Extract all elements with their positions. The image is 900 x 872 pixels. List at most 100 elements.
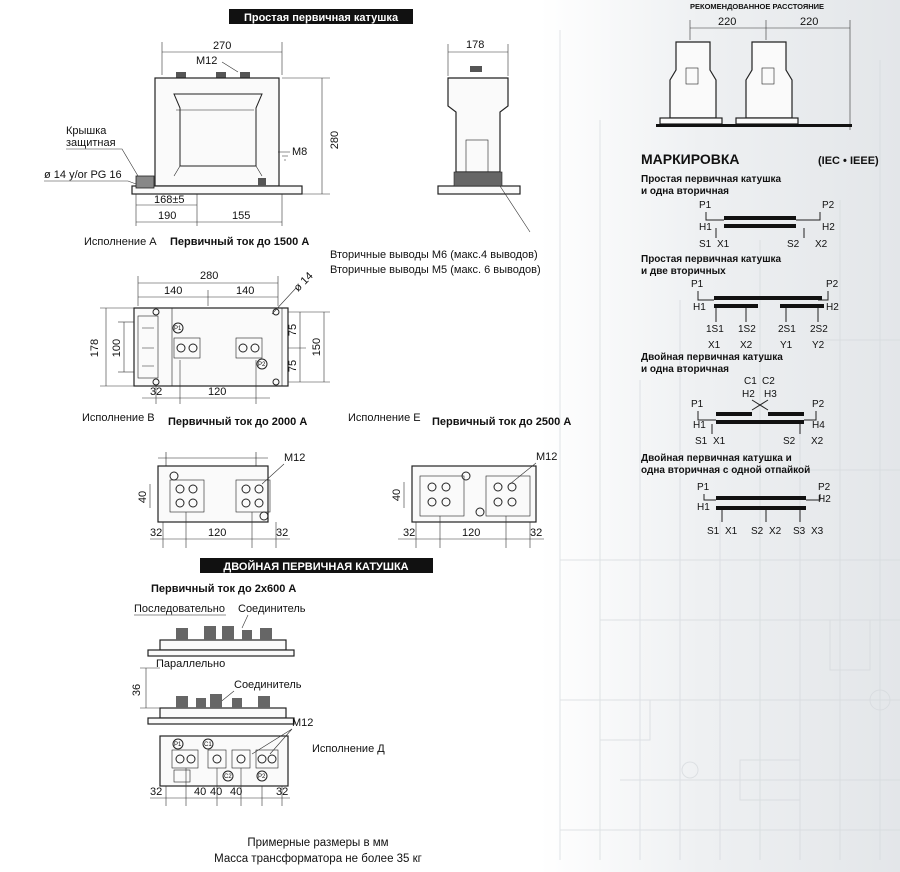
m4-p1: P1 bbox=[697, 482, 710, 493]
m1-s1: S1 bbox=[699, 239, 712, 250]
title-recommended: РЕКОМЕНДОВАННОЕ РАССТОЯНИЕ bbox=[690, 2, 824, 11]
m3-c1: C1 bbox=[744, 376, 757, 387]
dim-270: 270 bbox=[213, 40, 231, 52]
current-d: Первичный ток до 2x600 А bbox=[151, 583, 296, 595]
p2-plan: P2 bbox=[258, 362, 266, 368]
dim-120-plan: 120 bbox=[208, 386, 226, 398]
bolt-m12-e: M12 bbox=[536, 451, 557, 463]
dim-168: 168±5 bbox=[154, 194, 185, 206]
dim-40b-d: 40 bbox=[210, 786, 222, 798]
m2-p2: P2 bbox=[826, 279, 839, 290]
marking-section: МАРКИРОВКА (IEC • IEEE) Простая первична… bbox=[641, 151, 879, 537]
version-a: Исполнение А bbox=[84, 236, 157, 248]
dim-40a-d: 40 bbox=[194, 786, 206, 798]
dim-150: 150 bbox=[311, 338, 323, 356]
title-marking: МАРКИРОВКА bbox=[641, 151, 740, 167]
dim-75a: 75 bbox=[287, 324, 299, 336]
dim-32b-b: 32 bbox=[276, 527, 288, 539]
dim-32b-e: 32 bbox=[530, 527, 542, 539]
m2-p1: P1 bbox=[691, 279, 704, 290]
dim-40-e: 40 bbox=[391, 489, 403, 501]
dim-220b: 220 bbox=[800, 16, 818, 28]
title-bar-simple bbox=[229, 9, 413, 24]
plan-view-b: 280 140 140 P1 P2 ø 14 178 100 bbox=[82, 270, 330, 428]
dim-280: 280 bbox=[329, 131, 341, 149]
dim-32b-d: 32 bbox=[276, 786, 288, 798]
dim-140a: 140 bbox=[164, 285, 182, 297]
m4-x1: X1 bbox=[725, 526, 738, 537]
cover-label-1: Крышка bbox=[66, 125, 107, 137]
m1-title-2: и одна вторичная bbox=[641, 186, 729, 197]
title-simple-primary: Простая первичная катушка bbox=[244, 12, 399, 24]
bolt-m12-top: M12 bbox=[196, 55, 217, 67]
m3-h1: H1 bbox=[693, 420, 706, 431]
m2-y1: Y1 bbox=[780, 340, 793, 351]
m3-title-1: Двойная первичная катушка bbox=[641, 352, 783, 363]
label-connector2: Соединитель bbox=[234, 679, 302, 691]
ground-m8: M8 bbox=[292, 146, 307, 158]
version-d: Исполнение Д bbox=[312, 743, 385, 755]
m2-title-1: Простая первичная катушка bbox=[641, 254, 782, 265]
c1-d: C1 bbox=[204, 742, 212, 748]
m2-1s1: 1S1 bbox=[706, 324, 724, 335]
m3-x1: X1 bbox=[713, 436, 726, 447]
m2-2s2: 2S2 bbox=[810, 324, 828, 335]
current-b: Первичный ток до 2000 А bbox=[168, 416, 307, 428]
m4-p2: P2 bbox=[818, 482, 831, 493]
m2-2s1: 2S1 bbox=[778, 324, 796, 335]
m3-s2: S2 bbox=[783, 436, 796, 447]
terminal-view-b: M12 40 32 120 32 bbox=[137, 452, 305, 548]
dim-190: 190 bbox=[158, 210, 176, 222]
view-a-front: 270 M12 280 M8 Крышка защитная ø 14 y/or… bbox=[44, 40, 341, 248]
dim-32-plan: 32 bbox=[150, 386, 162, 398]
m2-h1: H1 bbox=[693, 302, 706, 313]
m2-x2: X2 bbox=[740, 340, 753, 351]
m4-title-2: одна вторичная с одной отпайкой bbox=[641, 465, 810, 476]
dim-155: 155 bbox=[232, 210, 250, 222]
m1-p1: P1 bbox=[699, 200, 712, 211]
m1-s2: S2 bbox=[787, 239, 800, 250]
m2-title-2: и две вторичных bbox=[641, 266, 726, 277]
m4-h1: H1 bbox=[697, 502, 710, 513]
current-e: Первичный ток до 2500 А bbox=[432, 416, 571, 428]
view-a-side: 178 Вторичные выводы М6 (макс.4 выводов)… bbox=[330, 39, 541, 276]
recommended-distance: РЕКОМЕНДОВАННОЕ РАССТОЯНИЕ 220 220 bbox=[656, 2, 852, 130]
version-e: Исполнение Е bbox=[348, 412, 421, 424]
dim-178-side: 178 bbox=[466, 39, 484, 51]
p1-plan: P1 bbox=[174, 326, 182, 332]
m2-x1: X1 bbox=[708, 340, 721, 351]
m3-x2: X2 bbox=[811, 436, 824, 447]
c2-d: C2 bbox=[224, 774, 232, 780]
m1-h1: H1 bbox=[699, 222, 712, 233]
m4-title-1: Двойная первичная катушка и bbox=[641, 453, 792, 464]
m1-title-1: Простая первичная катушка bbox=[641, 174, 782, 185]
body-front bbox=[154, 77, 280, 187]
m2-y2: Y2 bbox=[812, 340, 825, 351]
m3-title-2: и одна вторичная bbox=[641, 364, 729, 375]
dim-120-e: 120 bbox=[462, 527, 480, 539]
title-bar-double bbox=[200, 558, 433, 573]
version-b: Исполнение В bbox=[82, 412, 155, 424]
current-a: Первичный ток до 1500 А bbox=[170, 236, 309, 248]
dim-220a: 220 bbox=[718, 16, 736, 28]
title-double-primary: ДВОЙНАЯ ПЕРВИЧНАЯ КАТУШКА bbox=[223, 560, 408, 573]
dim-178-plan: 178 bbox=[89, 339, 101, 357]
cable-entry: ø 14 y/or PG 16 bbox=[44, 169, 122, 181]
bolt-m12-d: M12 bbox=[292, 717, 313, 729]
m4-s3: S3 bbox=[793, 526, 806, 537]
m3-h3: H3 bbox=[764, 389, 777, 400]
hole-dia: ø 14 bbox=[292, 270, 316, 294]
m4-h2: H2 bbox=[818, 494, 831, 505]
m3-p2: P2 bbox=[812, 399, 825, 410]
m4-s2: S2 bbox=[751, 526, 764, 537]
dim-100: 100 bbox=[111, 339, 123, 357]
dim-120-b: 120 bbox=[208, 527, 226, 539]
m3-c2: C2 bbox=[762, 376, 775, 387]
m2-1s2: 1S2 bbox=[738, 324, 756, 335]
dim-40-b: 40 bbox=[137, 491, 149, 503]
secondary-m5: Вторичные выводы М5 (макс. 6 выводов) bbox=[330, 264, 541, 276]
footer-line-1: Примерные размеры в мм bbox=[247, 837, 388, 849]
bolt-m12-b: M12 bbox=[284, 452, 305, 464]
